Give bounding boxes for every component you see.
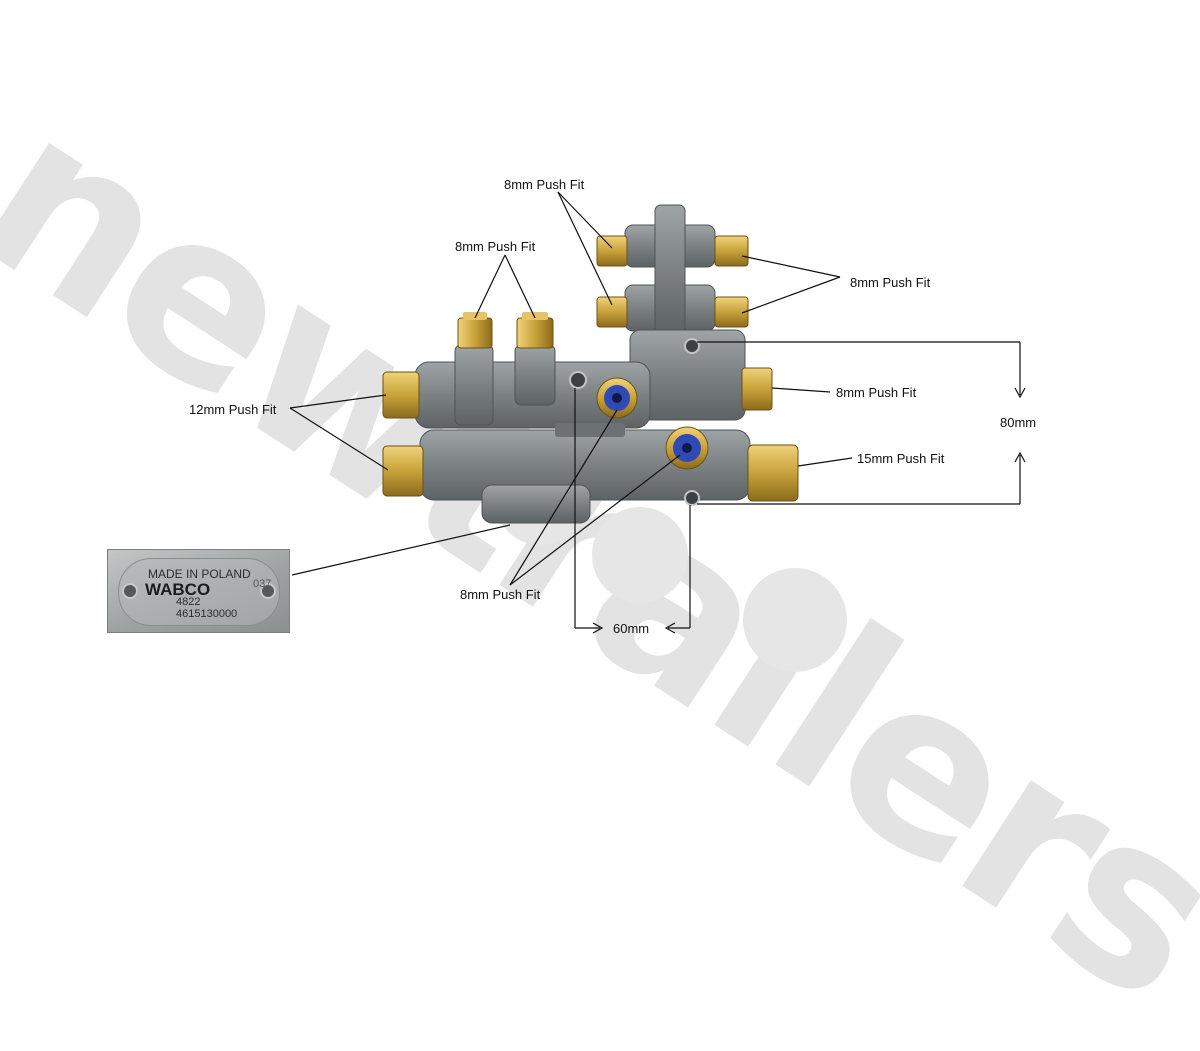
- plate-screw-hole-left: [122, 583, 138, 599]
- plate-brand: WABCO: [145, 580, 211, 599]
- callout-right-lower: 15mm Push Fit: [857, 451, 945, 466]
- plate-code-1: 4822: [176, 596, 201, 608]
- callout-top-center: 8mm Push Fit: [504, 177, 585, 192]
- dimension-width: 60mm: [613, 621, 650, 636]
- plate-screw-hole-right: [260, 583, 276, 599]
- callout-bottom: 8mm Push Fit: [460, 587, 541, 602]
- callout-left: 12mm Push Fit: [189, 402, 277, 417]
- plate-made-in: MADE IN POLAND: [148, 567, 251, 581]
- wabco-label-plate: MADE IN POLAND WABCO 037 4822 4615130000: [107, 549, 290, 633]
- callout-right-mid: 8mm Push Fit: [836, 385, 917, 400]
- callout-upper-left: 8mm Push Fit: [455, 239, 536, 254]
- dimension-height: 80mm: [1000, 415, 1037, 430]
- callout-upper-right: 8mm Push Fit: [850, 275, 931, 290]
- plate-oval: [118, 558, 280, 626]
- valve-diagram: [289, 191, 1026, 672]
- brass-fittings: [382, 235, 799, 502]
- leader-lines: [289, 191, 1026, 634]
- valve-body: [414, 204, 751, 524]
- plate-part-number: 4615130000: [176, 608, 238, 620]
- plate-side-number: 037: [253, 578, 272, 590]
